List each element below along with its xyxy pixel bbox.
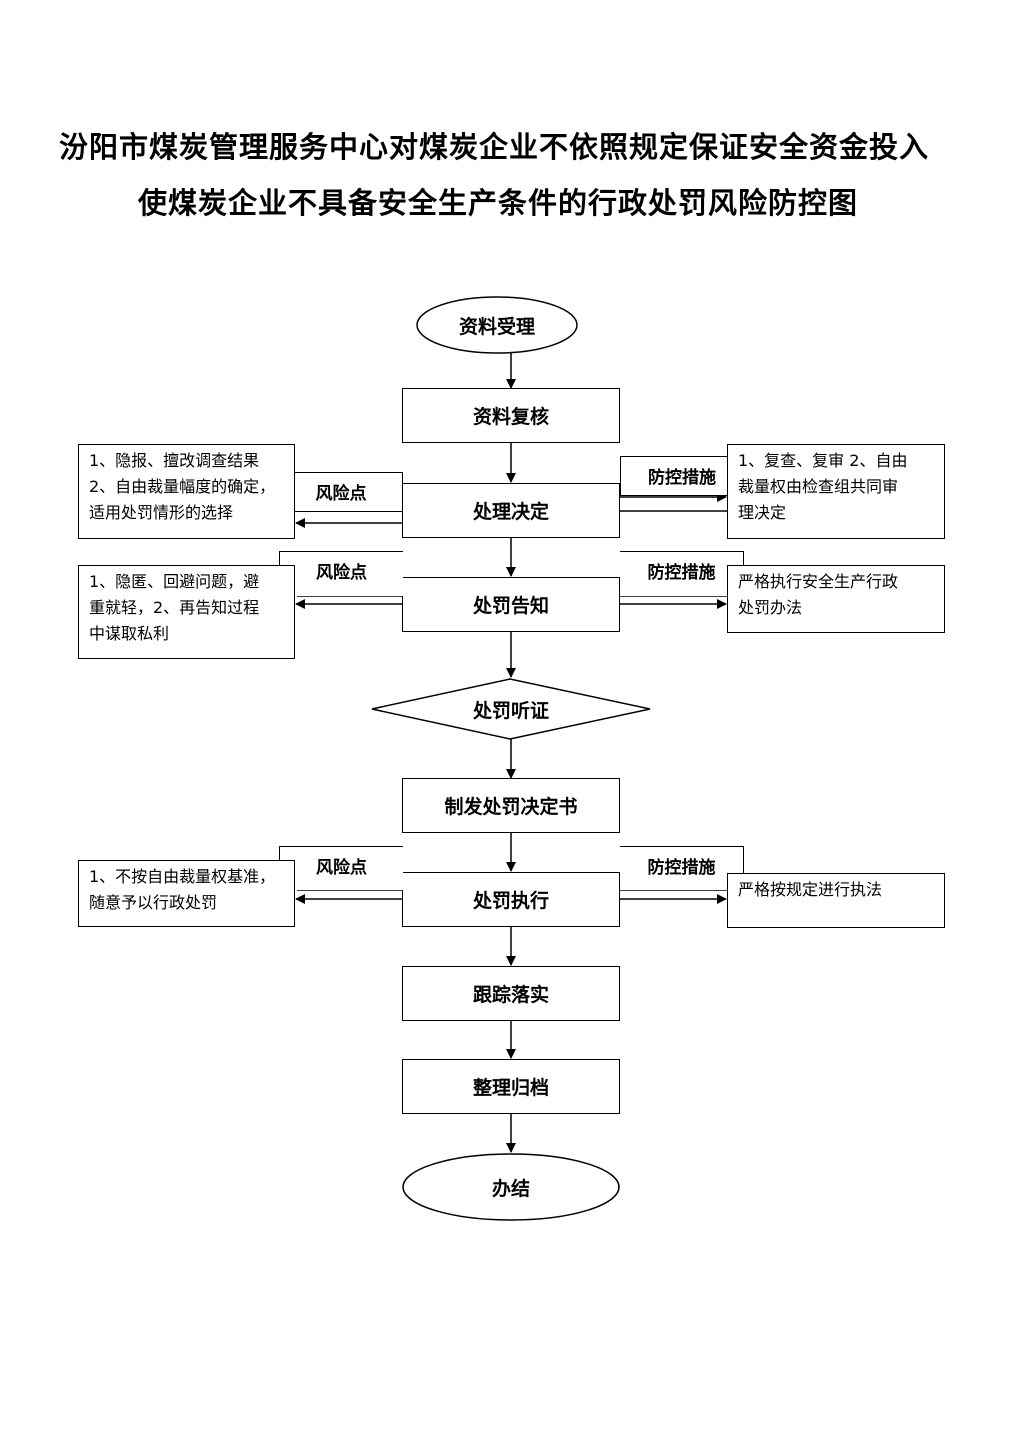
control-label-decision: 防控措施 [620, 456, 744, 496]
control-note-notice: 严格执行安全生产行政 处罚办法 [727, 565, 945, 633]
control-note-execute: 严格按规定进行执法 [727, 873, 945, 928]
hearing-node: 处罚听证 [472, 699, 549, 722]
control-note-line: 处罚办法 [738, 598, 803, 617]
risk-note-line: 1、隐报、擅改调查结果 [89, 451, 260, 470]
start-ellipse [416, 296, 578, 354]
end-node: 办结 [491, 1177, 530, 1200]
title-line-2: 使煤炭企业不具备安全生产条件的行政处罚风险防控图 [137, 186, 858, 220]
risk-note-line: 重就轻，2、再告知过程 [89, 598, 260, 617]
risk-label-execute: 风险点 [279, 846, 403, 890]
control-note-decision: 1、复查、复审 2、自由 裁量权由检查组共同审 理决定 [727, 444, 945, 539]
risk-label-decision: 风险点 [279, 472, 403, 512]
control-label-notice: 防控措施 [620, 551, 744, 596]
risk-note-line: 1、隐匿、回避问题，避 [89, 572, 260, 591]
title-line-1: 汾阳市煤炭管理服务中心对煤炭企业不依照规定保证安全资金投入 [58, 130, 929, 164]
end-ellipse [402, 1153, 620, 1221]
risk-note-line: 随意予以行政处罚 [89, 893, 218, 912]
control-note-line: 裁量权由检查组共同审 [738, 477, 899, 496]
control-note-line: 理决定 [738, 503, 787, 522]
issue-box: 制发处罚决定书 [402, 778, 620, 833]
review-box: 资料复核 [402, 388, 620, 443]
risk-note-line: 适用处罚情形的选择 [89, 503, 234, 522]
execute-box: 处罚执行 [402, 872, 620, 927]
start-node: 资料受理 [458, 315, 535, 338]
control-note-line: 严格执行安全生产行政 [738, 572, 899, 591]
decision-box: 处理决定 [402, 483, 620, 538]
risk-note-decision: 1、隐报、擅改调查结果 2、自由裁量幅度的确定， 适用处罚情形的选择 [78, 444, 295, 539]
control-label-execute: 防控措施 [620, 846, 744, 890]
control-note-line: 1、复查、复审 2、自由 [738, 451, 908, 470]
risk-note-line: 中谋取私利 [89, 624, 170, 643]
hearing-diamond [371, 678, 651, 740]
risk-note-notice: 1、隐匿、回避问题，避 重就轻，2、再告知过程 中谋取私利 [78, 565, 295, 659]
risk-note-line: 1、不按自由裁量权基准， [89, 867, 276, 886]
risk-note-execute: 1、不按自由裁量权基准， 随意予以行政处罚 [78, 860, 295, 927]
control-note-line: 严格按规定进行执法 [738, 880, 883, 899]
notice-box: 处罚告知 [402, 577, 620, 632]
archive-box: 整理归档 [402, 1059, 620, 1114]
risk-label-notice: 风险点 [279, 551, 403, 596]
follow-box: 跟踪落实 [402, 966, 620, 1021]
risk-note-line: 2、自由裁量幅度的确定， [89, 477, 276, 496]
